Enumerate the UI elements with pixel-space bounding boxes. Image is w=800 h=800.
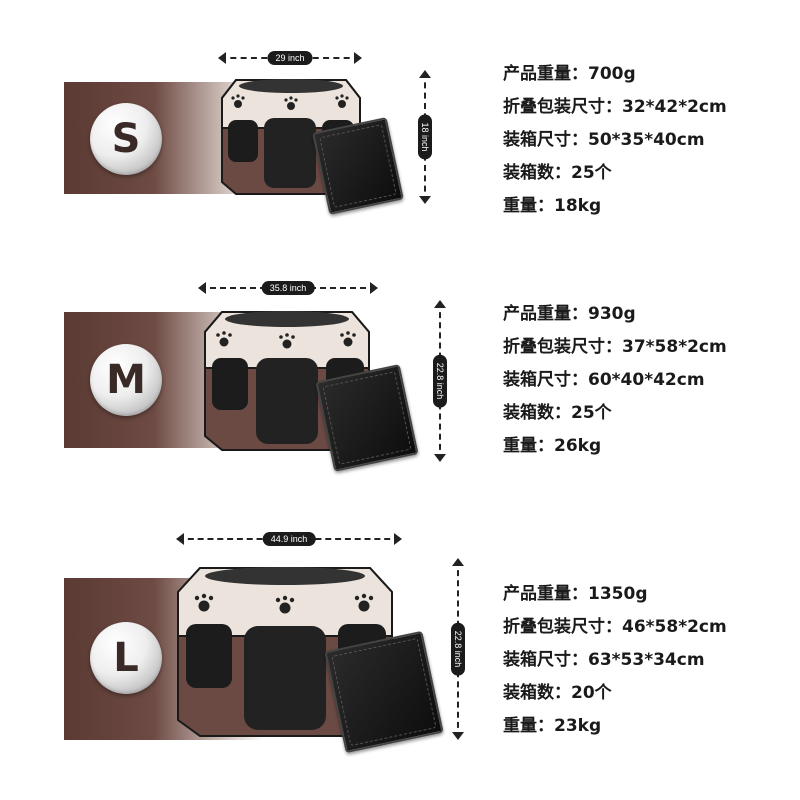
spec-list: 产品重量：700g 折叠包装尺寸：32*42*2cm 装箱尺寸：50*35*40…	[503, 58, 727, 223]
spec-list: 产品重量：1350g 折叠包装尺寸：46*58*2cm 装箱尺寸：63*53*3…	[503, 578, 727, 743]
width-dimension: 29 inch	[218, 51, 362, 65]
spec-product-weight: 产品重量：700g	[503, 64, 636, 84]
carry-bag-image	[324, 630, 444, 754]
spec-gross-weight: 重量：18kg	[503, 196, 602, 216]
width-label: 44.9 inch	[262, 532, 316, 546]
spec-list: 产品重量：930g 折叠包装尺寸：37*58*2cm 装箱尺寸：60*40*42…	[503, 298, 727, 463]
spec-carton-size: 装箱尺寸：60*40*42cm	[503, 370, 705, 390]
spec-folded-size: 折叠包装尺寸：46*58*2cm	[503, 617, 727, 637]
size-letter: L	[113, 635, 139, 681]
spec-folded-size: 折叠包装尺寸：37*58*2cm	[503, 337, 727, 357]
size-badge: S	[90, 103, 162, 175]
size-badge: L	[90, 622, 162, 694]
spec-gross-weight: 重量：23kg	[503, 716, 602, 736]
spec-product-weight: 产品重量：1350g	[503, 584, 648, 604]
size-letter: M	[106, 357, 146, 403]
height-dimension: 22.8 inch	[451, 558, 465, 740]
size-m-section: M 35.8 inch 22.8 inch 产品重量：930g 折叠包装尺寸：3…	[0, 0, 800, 480]
playpen-image	[177, 567, 393, 737]
height-label: 22.8 inch	[451, 622, 465, 676]
spec-carton-size: 装箱尺寸：63*53*34cm	[503, 650, 705, 670]
width-dimension: 35.8 inch	[198, 281, 378, 295]
size-letter: S	[111, 116, 141, 162]
width-label: 29 inch	[267, 51, 313, 65]
spec-carton-qty: 装箱数：25个	[503, 163, 612, 183]
height-dimension: 18 inch	[418, 70, 432, 204]
spec-carton-size: 装箱尺寸：50*35*40cm	[503, 130, 705, 150]
height-dimension: 22.8 inch	[433, 300, 447, 462]
width-label: 35.8 inch	[261, 281, 315, 295]
size-s-section: S 29 inch 18 inch 产品重量：700g 折叠包装尺寸：32*42…	[0, 0, 800, 240]
spec-carton-qty: 装箱数：20个	[503, 683, 612, 703]
spec-carton-qty: 装箱数：25个	[503, 403, 612, 423]
spec-gross-weight: 重量：26kg	[503, 436, 602, 456]
spec-folded-size: 折叠包装尺寸：32*42*2cm	[503, 97, 727, 117]
size-badge: M	[90, 344, 162, 416]
spec-product-weight: 产品重量：930g	[503, 304, 636, 324]
width-dimension: 44.9 inch	[176, 532, 402, 546]
